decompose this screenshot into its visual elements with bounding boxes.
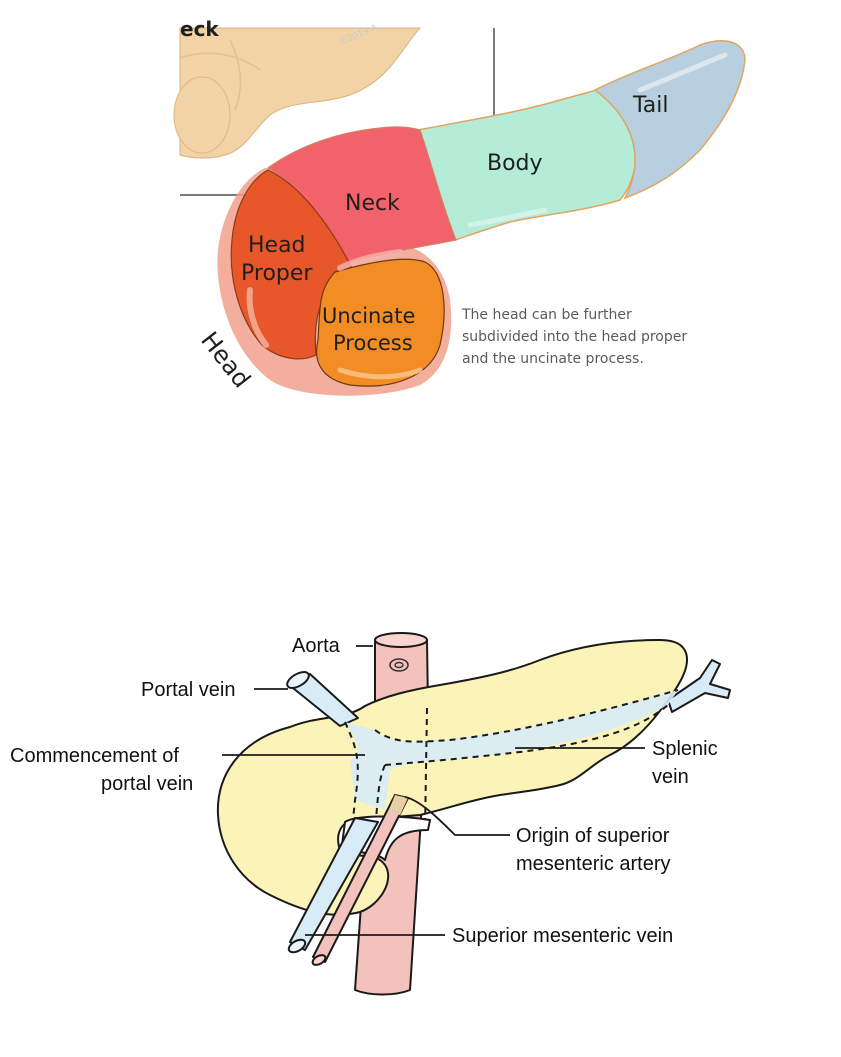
label-sma-1: Origin of superior (516, 825, 670, 847)
region-tail (593, 40, 746, 200)
label-head-proper-2: Proper (241, 261, 313, 286)
region-uncinate-process (316, 258, 445, 387)
label-sma-2: mesenteric artery (516, 853, 671, 875)
aorta-lumen-icon (389, 658, 409, 672)
bottom-diagram: Aorta Portal vein Commencement of portal… (10, 632, 731, 996)
region-head-proper (230, 169, 353, 360)
label-aorta: Aorta (292, 635, 341, 657)
label-splenic-2: vein (652, 766, 689, 788)
label-smv: Superior mesenteric vein (452, 925, 673, 947)
adjacent-organ-lobe (173, 76, 231, 154)
label-commencement-2: portal vein (101, 773, 193, 795)
caption-line-1: The head can be further (461, 307, 632, 323)
label-tail: Tail (632, 93, 669, 118)
partial-label: eck (180, 17, 219, 41)
label-neck: Neck (345, 191, 400, 216)
caption-line-3: and the uncinate process. (462, 351, 644, 367)
aorta-top (374, 632, 428, 648)
leader-sma (404, 796, 510, 836)
label-head-proper-1: Head (248, 233, 306, 258)
label-body: Body (487, 151, 543, 176)
adjacent-organ (179, 27, 422, 159)
superior-mesenteric-vein (289, 817, 379, 951)
label-portal-vein: Portal vein (141, 679, 236, 701)
label-uncinate-1: Uncinate (322, 304, 415, 328)
pancreas (216, 639, 688, 916)
label-uncinate-2: Process (333, 331, 413, 355)
caption-line-2: subdivided into the head proper (462, 329, 687, 345)
top-diagram: eck ©2013 A Tail Body Neck Head Proper U… (173, 17, 746, 396)
splenic-vein-inside (345, 690, 678, 810)
label-splenic-1: Splenic (652, 738, 718, 760)
portal-vein-end (286, 671, 310, 689)
label-commencement-1: Commencement of (10, 745, 179, 767)
splenic-vein-branch (667, 659, 731, 713)
